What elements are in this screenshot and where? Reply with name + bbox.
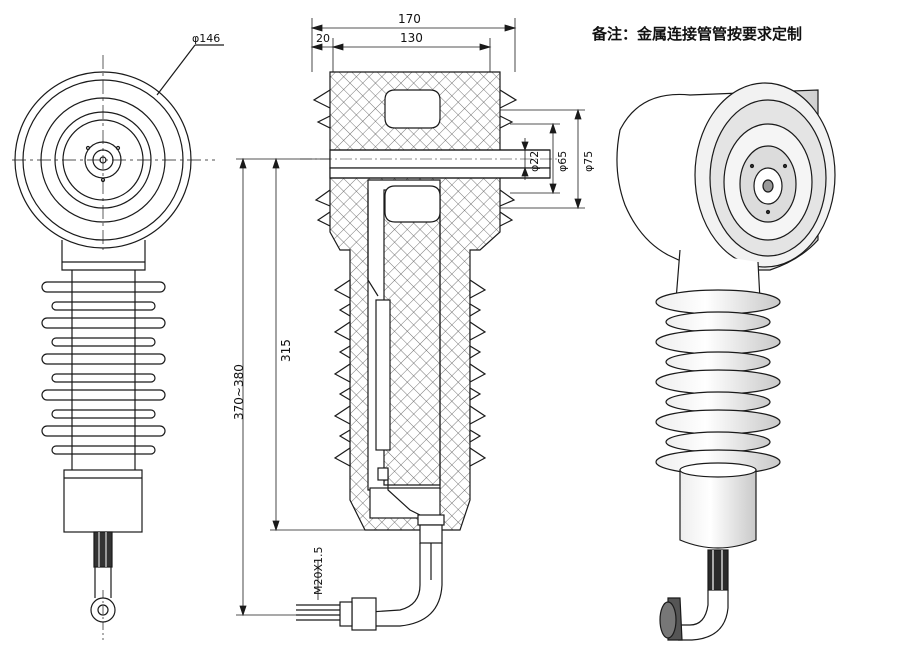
dim-total-height: 370~380 [232,364,246,420]
dim-bore-22: φ22 [528,151,541,172]
dim-overall-width: 170 [398,12,421,26]
right-sheds [655,289,781,475]
dim-inner-width: 130 [400,31,423,45]
left-sheds [41,270,166,470]
section-view [296,71,560,631]
right-view [616,82,836,641]
dim-top-diameter: φ146 [192,32,220,45]
dim-wall-offset: 20 [316,32,330,45]
dim-bore-75: φ75 [582,151,595,172]
left-view [12,44,224,640]
bore-dimensions [500,108,585,210]
dim-thread: M20X1.5 [312,546,325,595]
height-dimensions [236,157,365,617]
dim-bore-65: φ65 [556,151,569,172]
top-dimensions [310,18,517,72]
dim-body-height: 315 [279,339,293,362]
remark-note: 备注：金属连接管管按要求定制 [592,25,803,43]
